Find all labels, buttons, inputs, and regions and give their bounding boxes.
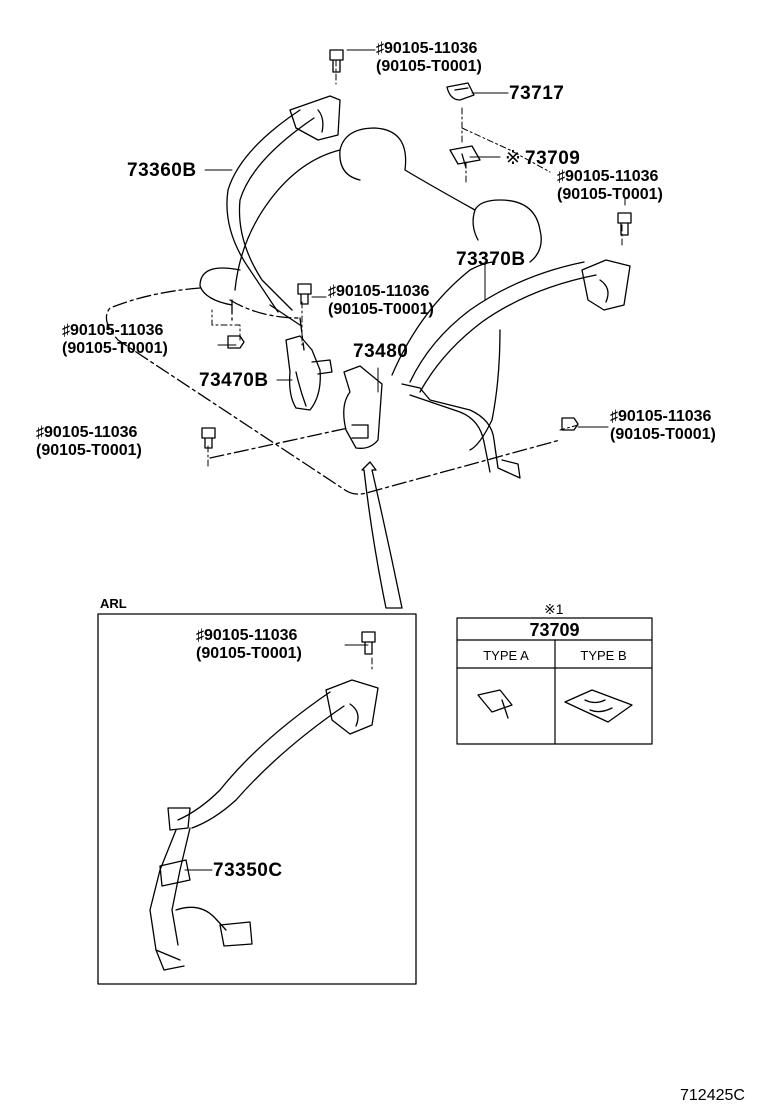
bolt-callout: ♯90105-11036 (90105-T0001): [36, 424, 142, 460]
part-label-73370b: 73370B: [456, 249, 526, 270]
seat-cushion-outline: [105, 287, 561, 495]
bolt-alt-part-number: (90105-T0001): [610, 426, 716, 443]
table-part-number: 73709: [529, 620, 580, 640]
bolt-part-number: ♯90105-11036: [557, 168, 659, 185]
bolt-icon: [329, 49, 344, 73]
bolt-callout: ♯90105-11036 (90105-T0001): [610, 408, 716, 444]
table-note-label: ※1: [544, 601, 564, 617]
anchor-73709: [449, 145, 481, 169]
part-label-73480: 73480: [353, 341, 409, 362]
belt-73370b: [401, 259, 631, 479]
bolt-callout: ♯90105-11036 (90105-T0001): [196, 627, 302, 663]
bolt-part-number: ♯90105-11036: [196, 627, 298, 644]
bolt-part-number: ♯90105-11036: [62, 322, 164, 339]
part-label-73350c: 73350C: [213, 860, 283, 881]
detail-table-grid: [456, 617, 653, 745]
drawing-number: 712425C: [680, 1087, 745, 1104]
belt-73350c: [149, 679, 379, 971]
bolt-part-number: ♯90105-11036: [376, 40, 478, 57]
bolt-alt-part-number: (90105-T0001): [62, 340, 168, 357]
bolt-icon: [201, 427, 216, 449]
bolt-callout: ♯90105-11036 (90105-T0001): [376, 40, 482, 76]
bolt-part-number: ♯90105-11036: [610, 408, 712, 425]
buckle-73480: [343, 365, 383, 449]
bolt-icon: [561, 417, 579, 431]
part-label-73717: 73717: [509, 83, 565, 104]
bolt-alt-part-number: (90105-T0001): [557, 186, 663, 203]
part-label-73709: 73709: [525, 148, 581, 169]
bolt-icon: [227, 335, 245, 349]
leader-lines: [184, 49, 626, 871]
inset-arrow: [361, 461, 403, 609]
buckle-73470b: [285, 335, 333, 411]
arl-label: ARL: [100, 596, 127, 611]
bolt-callout: ♯90105-11036 (90105-T0001): [557, 168, 663, 204]
bolt-alt-part-number: (90105-T0001): [196, 645, 302, 662]
bolt-callout: ♯90105-11036 (90105-T0001): [328, 283, 434, 319]
bolt-part-number: ♯90105-11036: [328, 283, 430, 300]
bolt-icon: [297, 283, 312, 305]
bolt-part-number: ♯90105-11036: [36, 424, 138, 441]
part-label-73470b: 73470B: [199, 370, 269, 391]
table-col-type-a: TYPE A: [483, 648, 529, 663]
part-label-73360b: 73360B: [127, 160, 197, 181]
table-col-type-b: TYPE B: [580, 648, 627, 663]
bolt-icon: [617, 212, 632, 236]
belt-73360b: [199, 95, 341, 326]
bolt-alt-part-number: (90105-T0001): [328, 301, 434, 318]
bolt-callout: ♯90105-11036 (90105-T0001): [62, 322, 168, 358]
arl-inset-box: [97, 613, 417, 985]
seat-back-outline: [234, 127, 542, 451]
bolt-icon: [361, 631, 376, 655]
bolt-alt-part-number: (90105-T0001): [36, 442, 142, 459]
bolt-alt-part-number: (90105-T0001): [376, 58, 482, 75]
marker-note-symbol: ※: [505, 148, 522, 169]
type-b-clip-icon: [564, 689, 633, 723]
cover-73717: [446, 82, 475, 101]
type-a-clip-icon: [477, 689, 513, 719]
